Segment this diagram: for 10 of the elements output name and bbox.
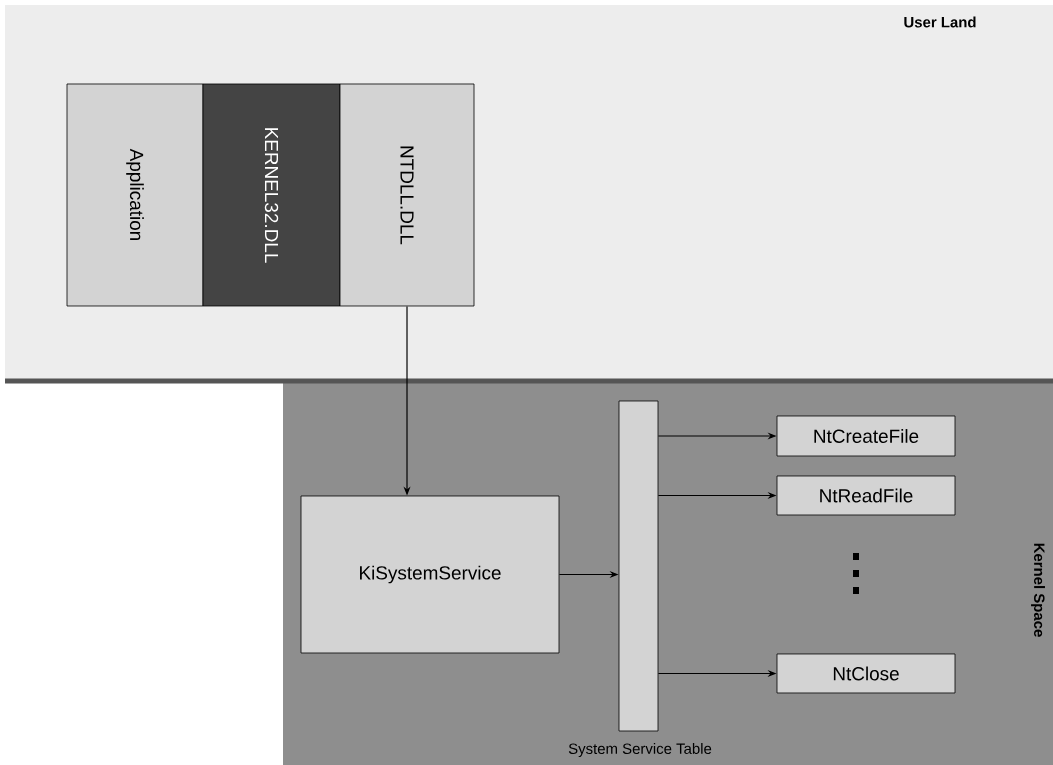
region-label: Kernel Space	[1031, 543, 1045, 637]
table-label: System Service Table	[568, 743, 712, 757]
process-box: NtCreateFile	[776, 415, 956, 457]
process-box: KiSystemService	[300, 495, 560, 654]
process-box: NtClose	[776, 653, 956, 694]
region-label: User Land	[904, 16, 976, 28]
process-box: NtReadFile	[776, 475, 956, 516]
module-box: Application	[66, 83, 204, 307]
module-box: KERNEL32.DLL	[202, 83, 341, 307]
module-box: NTDLL.DLL	[339, 83, 475, 307]
